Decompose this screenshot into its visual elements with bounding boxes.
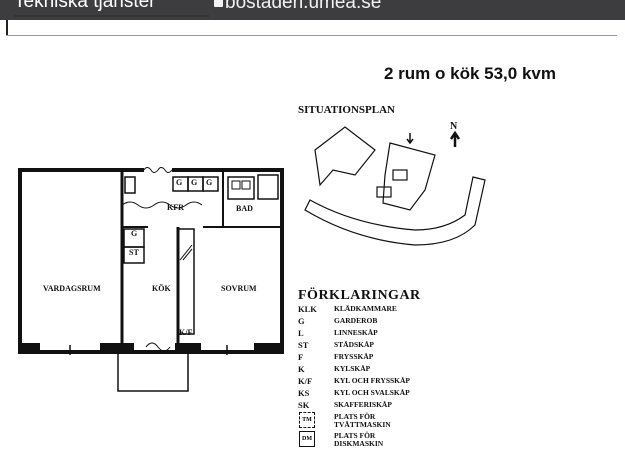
apartment-title: 2 rum o kök 53,0 kvm — [384, 64, 556, 83]
legend-item: K/F KYL OCH FRYSSKÅP — [298, 376, 498, 388]
room-label-hall: KFR — [167, 203, 184, 212]
legend-desc: KYL OCH SVALSKÅP — [334, 388, 410, 397]
legend-item: K KYLSKÅP — [298, 364, 498, 376]
room-label-bath: BAD — [236, 204, 253, 213]
legend-desc: KLÄDKAMMARE — [334, 304, 397, 313]
washing-machine-icon: TM — [299, 412, 315, 428]
legend-desc-line1: PLATS FÖR — [334, 412, 376, 421]
legend-desc-line2: TVÄTTMASKIN — [334, 420, 391, 429]
room-label-kitchen: KÖK — [152, 284, 171, 293]
legend-code: K/F — [298, 376, 313, 386]
legend: KLK KLÄDKAMMARE G GARDEROB L LINNESKÅP S… — [298, 304, 498, 450]
lock-icon — [214, 0, 223, 7]
address-url[interactable]: bostaden.umea.se — [225, 0, 382, 13]
legend-code: L — [298, 328, 304, 338]
heading-underline — [14, 15, 209, 17]
fixture-kf: K/F — [179, 328, 193, 337]
legend-desc: STÄDSKÅP — [334, 340, 375, 349]
legend-code: K — [298, 364, 305, 374]
legend-desc-line2: DISKMASKIN — [334, 439, 384, 448]
north-label: N — [450, 121, 458, 132]
fixture-g-3: G — [206, 178, 213, 187]
fixture-g-kitchen: G — [131, 229, 138, 238]
legend-item: ST STÄDSKÅP — [298, 340, 498, 352]
floor-plan — [18, 165, 284, 392]
legend-desc: GARDEROB — [334, 316, 378, 325]
legend-code: ST — [298, 340, 309, 350]
legend-item: L LINNESKÅP — [298, 328, 498, 340]
north-arrow-icon — [449, 130, 461, 147]
legend-title: FÖRKLARINGAR — [298, 288, 421, 303]
legend-desc: FRYSSKÅP — [334, 352, 374, 361]
legend-item: SK SKAFFERISKÅP — [298, 400, 498, 412]
legend-desc: KYL OCH FRYSSKÅP — [334, 376, 410, 385]
legend-desc: LINNESKÅP — [334, 328, 378, 337]
fixture-st: ST — [129, 248, 139, 257]
page-edge — [6, 20, 8, 36]
legend-code: KLK — [298, 304, 317, 314]
room-label-bedroom: SOVRUM — [221, 284, 257, 293]
divider — [6, 35, 617, 36]
legend-item-tm: TM PLATS FÖR TVÄTTMASKIN — [298, 412, 498, 431]
legend-item: KLK KLÄDKAMMARE — [298, 304, 498, 316]
legend-item: F FRYSSKÅP — [298, 352, 498, 364]
site-plan-title: SITUATIONSPLAN — [298, 104, 395, 116]
legend-desc: SKAFFERISKÅP — [334, 400, 392, 409]
site-plan: N — [304, 121, 486, 246]
legend-item-dm: DM PLATS FÖR DISKMASKIN — [298, 431, 498, 450]
legend-code: SK — [298, 400, 310, 410]
dishwasher-icon: DM — [299, 431, 315, 447]
legend-desc: KYLSKÅP — [334, 364, 371, 373]
fixture-g-2: G — [191, 178, 198, 187]
legend-desc-line1: PLATS FÖR — [334, 431, 376, 440]
page-heading: Tekniska tjänster — [14, 0, 156, 12]
legend-code: G — [298, 316, 305, 326]
fixture-g-1: G — [176, 178, 183, 187]
legend-item: KS KYL OCH SVALSKÅP — [298, 388, 498, 400]
legend-code: KS — [298, 388, 310, 398]
room-label-living: VARDAGSRUM — [43, 284, 101, 293]
legend-item: G GARDEROB — [298, 316, 498, 328]
legend-code: F — [298, 352, 304, 362]
